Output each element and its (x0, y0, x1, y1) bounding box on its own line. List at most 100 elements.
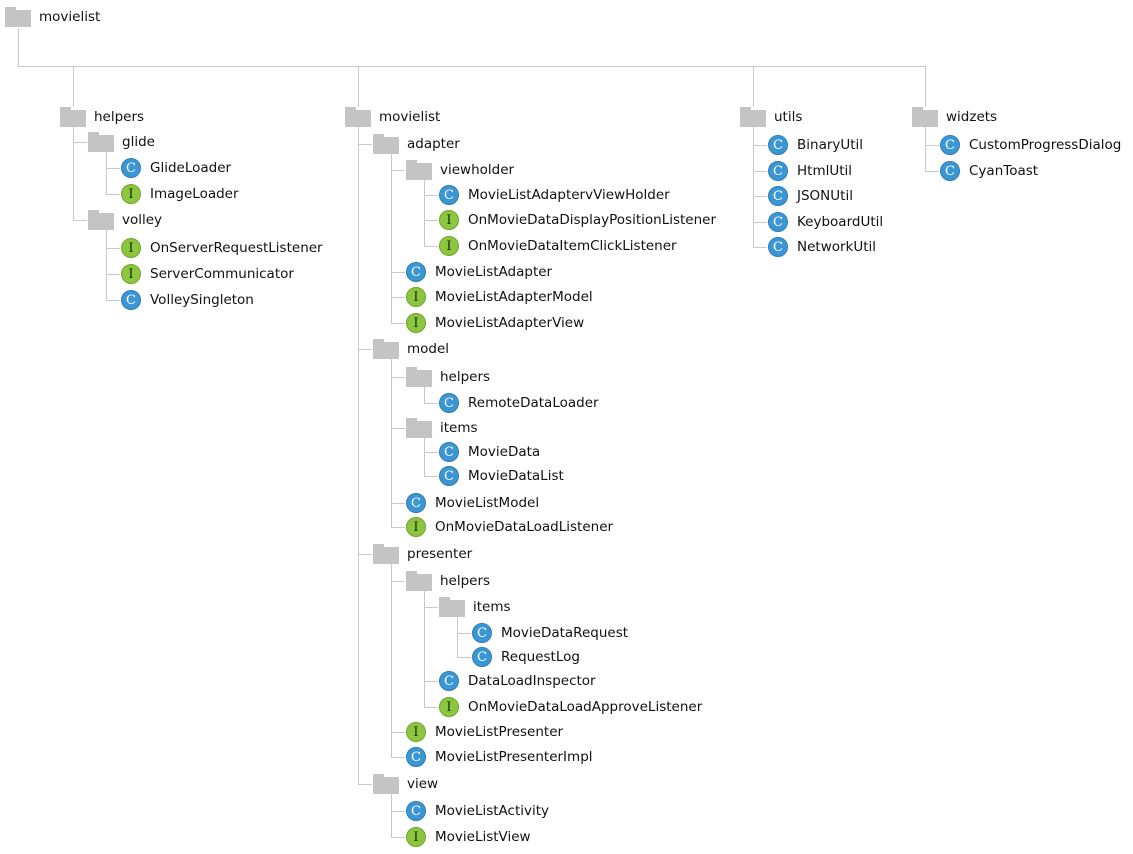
tree-connector (73, 127, 74, 221)
node-label: items (473, 599, 511, 615)
node-label: OnMovieDataDisplayPositionListener (468, 212, 717, 228)
folder-icon (406, 367, 432, 387)
class-node[interactable]: C MovieDataList (439, 466, 564, 486)
tree-connector (106, 194, 120, 195)
class-icon: C (940, 135, 960, 155)
class-icon: C (439, 185, 459, 205)
node-label: model (407, 341, 450, 357)
tree-connector (18, 66, 926, 67)
tree-connector (391, 811, 405, 812)
tree-connector (391, 503, 405, 504)
tree-connector (391, 428, 405, 429)
folder-node[interactable]: items (439, 597, 511, 617)
class-node[interactable]: C JSONUtil (768, 186, 853, 206)
class-node[interactable]: C MovieData (439, 442, 540, 462)
interface-node[interactable]: I OnMovieDataItemClickListener (439, 236, 677, 256)
folder-icon (373, 544, 399, 564)
node-label: OnMovieDataItemClickListener (468, 238, 677, 254)
node-label: OnServerRequestListener (150, 240, 323, 256)
folder-node[interactable]: viewholder (406, 160, 514, 180)
folder-node[interactable]: helpers (406, 367, 490, 387)
class-icon: C (472, 647, 492, 667)
node-label: JSONUtil (797, 188, 853, 204)
tree-connector (753, 247, 767, 248)
node-label: movielist (39, 9, 101, 25)
folder-node[interactable]: volley (88, 210, 162, 230)
class-node[interactable]: C RequestLog (472, 647, 580, 667)
folder-icon (912, 107, 938, 127)
node-label: glide (122, 134, 155, 150)
folder-node[interactable]: model (373, 339, 449, 359)
tree-connector (106, 248, 120, 249)
folder-node[interactable]: movielist (345, 107, 440, 127)
class-icon: C (439, 466, 459, 486)
tree-connector (106, 300, 120, 301)
node-label: MovieDataList (468, 468, 564, 484)
interface-icon: I (439, 697, 459, 717)
tree-connector (753, 196, 767, 197)
folder-icon (373, 339, 399, 359)
node-label: adapter (407, 136, 460, 152)
folder-node[interactable]: glide (88, 132, 155, 152)
tree-connector (424, 476, 438, 477)
folder-icon (60, 107, 86, 127)
class-icon: C (768, 237, 788, 257)
folder-node[interactable]: adapter (373, 134, 460, 154)
folder-node[interactable]: helpers (60, 107, 144, 127)
folder-node[interactable]: helpers (406, 571, 490, 591)
tree-connector (106, 168, 120, 169)
interface-icon: I (121, 264, 141, 284)
node-label: RequestLog (501, 649, 580, 665)
tree-connector (424, 607, 438, 608)
interface-icon: I (439, 236, 459, 256)
tree-connector (391, 527, 405, 528)
class-icon: C (406, 801, 426, 821)
class-icon: C (406, 493, 426, 513)
folder-node[interactable]: presenter (373, 544, 472, 564)
tree-connector (457, 657, 471, 658)
node-label: helpers (94, 109, 145, 125)
class-icon: C (768, 186, 788, 206)
folder-node[interactable]: utils (740, 107, 802, 127)
node-label: MovieData (468, 444, 541, 460)
class-icon: C (439, 442, 459, 462)
folder-icon (740, 107, 766, 127)
folder-node[interactable]: view (373, 774, 438, 794)
folder-node[interactable]: widzets (912, 107, 997, 127)
tree-connector (358, 66, 359, 107)
node-label: presenter (407, 546, 473, 562)
tree-connector (391, 564, 392, 758)
class-icon: C (406, 262, 426, 282)
folder-node[interactable]: movielist (5, 7, 100, 27)
tree-connector (753, 127, 754, 248)
tree-connector (424, 403, 438, 404)
folder-node[interactable]: items (406, 418, 478, 438)
